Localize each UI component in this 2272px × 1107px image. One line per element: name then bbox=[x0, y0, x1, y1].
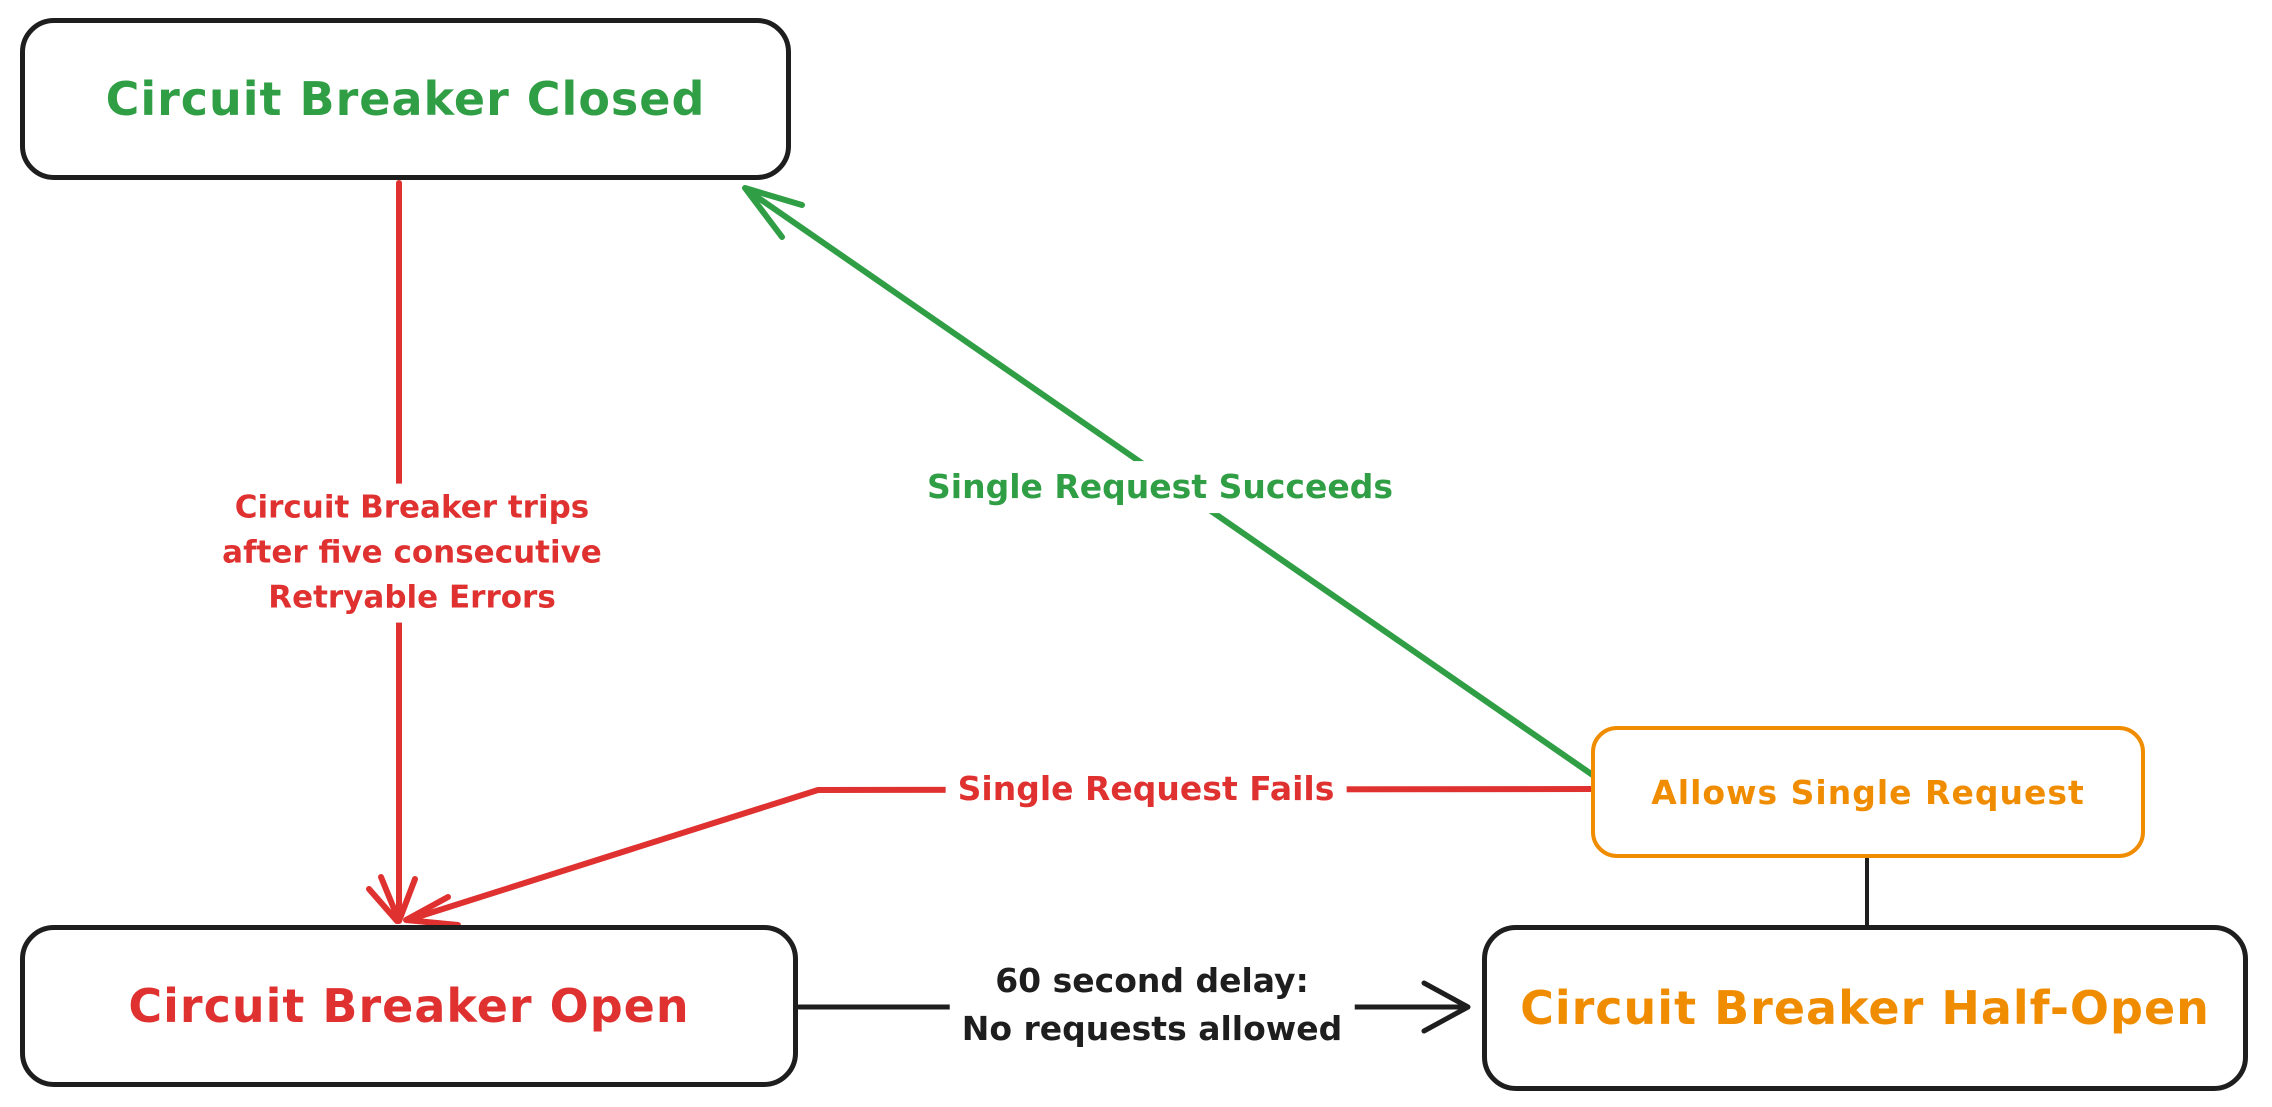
node-allows-single-request: Allows Single Request bbox=[1591, 726, 2145, 858]
fails-arrowhead bbox=[403, 894, 461, 928]
node-circuit-breaker-half-open: Circuit Breaker Half-Open bbox=[1482, 925, 2248, 1091]
trips-arrowhead-sketch bbox=[366, 886, 400, 924]
edge-label-delay-line-2: No requests allowed bbox=[961, 1009, 1343, 1048]
node-circuit-breaker-open-label: Circuit Breaker Open bbox=[128, 979, 690, 1033]
edge-label-trips: Circuit Breaker trips after five consecu… bbox=[210, 483, 614, 623]
node-circuit-breaker-open: Circuit Breaker Open bbox=[20, 925, 798, 1087]
node-circuit-breaker-closed-label: Circuit Breaker Closed bbox=[105, 72, 706, 126]
node-circuit-breaker-closed: Circuit Breaker Closed bbox=[20, 18, 791, 180]
node-allows-single-request-label: Allows Single Request bbox=[1651, 772, 2085, 812]
edge-label-trips-line-2: after five consecutive bbox=[222, 534, 602, 571]
edge-label-trips-line-1: Circuit Breaker trips bbox=[234, 489, 590, 526]
node-circuit-breaker-half-open-label: Circuit Breaker Half-Open bbox=[1520, 981, 2210, 1035]
delay-arrowhead bbox=[1421, 980, 1471, 1034]
edge-label-succeeds: Single Request Succeeds bbox=[915, 461, 1405, 513]
edge-label-fails: Single Request Fails bbox=[945, 763, 1347, 815]
edge-label-delay-line-1: 60 second delay: bbox=[995, 961, 1309, 1001]
edge-label-trips-line-3: Retryable Errors bbox=[268, 579, 556, 616]
edge-label-delay: 60 second delay: No requests allowed bbox=[949, 955, 1355, 1055]
succeeds-arrowhead bbox=[742, 185, 805, 240]
